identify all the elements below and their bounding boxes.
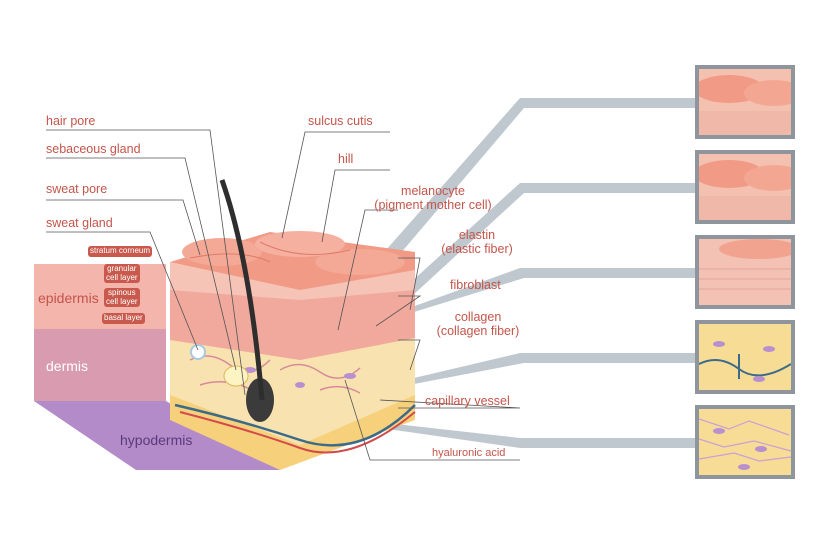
label-elastin-line2: (elastic fiber)	[441, 242, 513, 256]
badge-stratum-corneum: stratum corneum	[88, 246, 153, 257]
leader-lines	[46, 129, 521, 461]
thumbnail-hill	[695, 150, 795, 224]
hair-shaft	[219, 179, 265, 401]
label-melanocyte-line2: (pigment mother cell)	[374, 198, 492, 212]
thumbnail-leader-bands	[360, 98, 695, 448]
label-sweat-gland: sweat gland	[46, 216, 113, 230]
badge-granular-line1: granular	[107, 264, 137, 273]
label-hair-pore: hair pore	[46, 114, 96, 128]
fibroblast-cells	[244, 367, 356, 388]
label-epidermis: epidermis	[38, 290, 99, 306]
label-hyaluronic-acid: hyaluronic acid	[432, 447, 506, 459]
badge-spinous-line2: cell layer	[106, 296, 138, 306]
label-melanocyte: melanocyte (pigment mother cell)	[368, 184, 498, 212]
label-dermis: dermis	[46, 358, 89, 374]
dermis-band	[34, 329, 166, 401]
badge-granular-line2: cell layer	[106, 272, 138, 282]
capillary-vessel-red	[179, 411, 416, 454]
thumbnail-surface	[695, 65, 795, 139]
thumbnail-epidermis	[695, 235, 795, 309]
label-sulcus-cutis: sulcus cutis	[308, 114, 373, 128]
label-sebaceous-gland: sebaceous gland	[46, 142, 141, 156]
label-collagen-line1: collagen	[454, 310, 502, 324]
badge-basal-layer: basal layer	[102, 313, 145, 324]
label-hypodermis: hypodermis	[120, 432, 193, 448]
dermis-block	[170, 325, 415, 445]
label-elastin-line1: elastin	[458, 228, 496, 242]
label-melanocyte-line1: melanocyte	[401, 184, 465, 198]
sweat-gland-shape	[190, 344, 206, 360]
hypodermis-band	[34, 401, 280, 470]
label-capillary-vessel: capillary vessel	[425, 394, 510, 408]
capillary-vessel	[174, 403, 416, 447]
hill-shape-3	[315, 249, 405, 275]
label-collagen: collagen (collagen fiber)	[422, 310, 534, 338]
label-collagen-line2: (collagen fiber)	[436, 324, 520, 338]
label-fibroblast: fibroblast	[450, 278, 501, 292]
thumbnail-hypodermis	[695, 405, 795, 479]
badge-spinous-cell-layer: spinous cell layer	[104, 288, 140, 307]
hill-shape-1	[182, 238, 262, 266]
badge-granular-cell-layer: granular cell layer	[104, 264, 140, 283]
label-sweat-pore: sweat pore	[46, 182, 108, 196]
badge-spinous-line1: spinous	[108, 288, 136, 297]
label-elastin: elastin (elastic fiber)	[422, 228, 532, 256]
label-hill: hill	[338, 152, 354, 166]
thumbnail-dermis	[695, 320, 795, 394]
